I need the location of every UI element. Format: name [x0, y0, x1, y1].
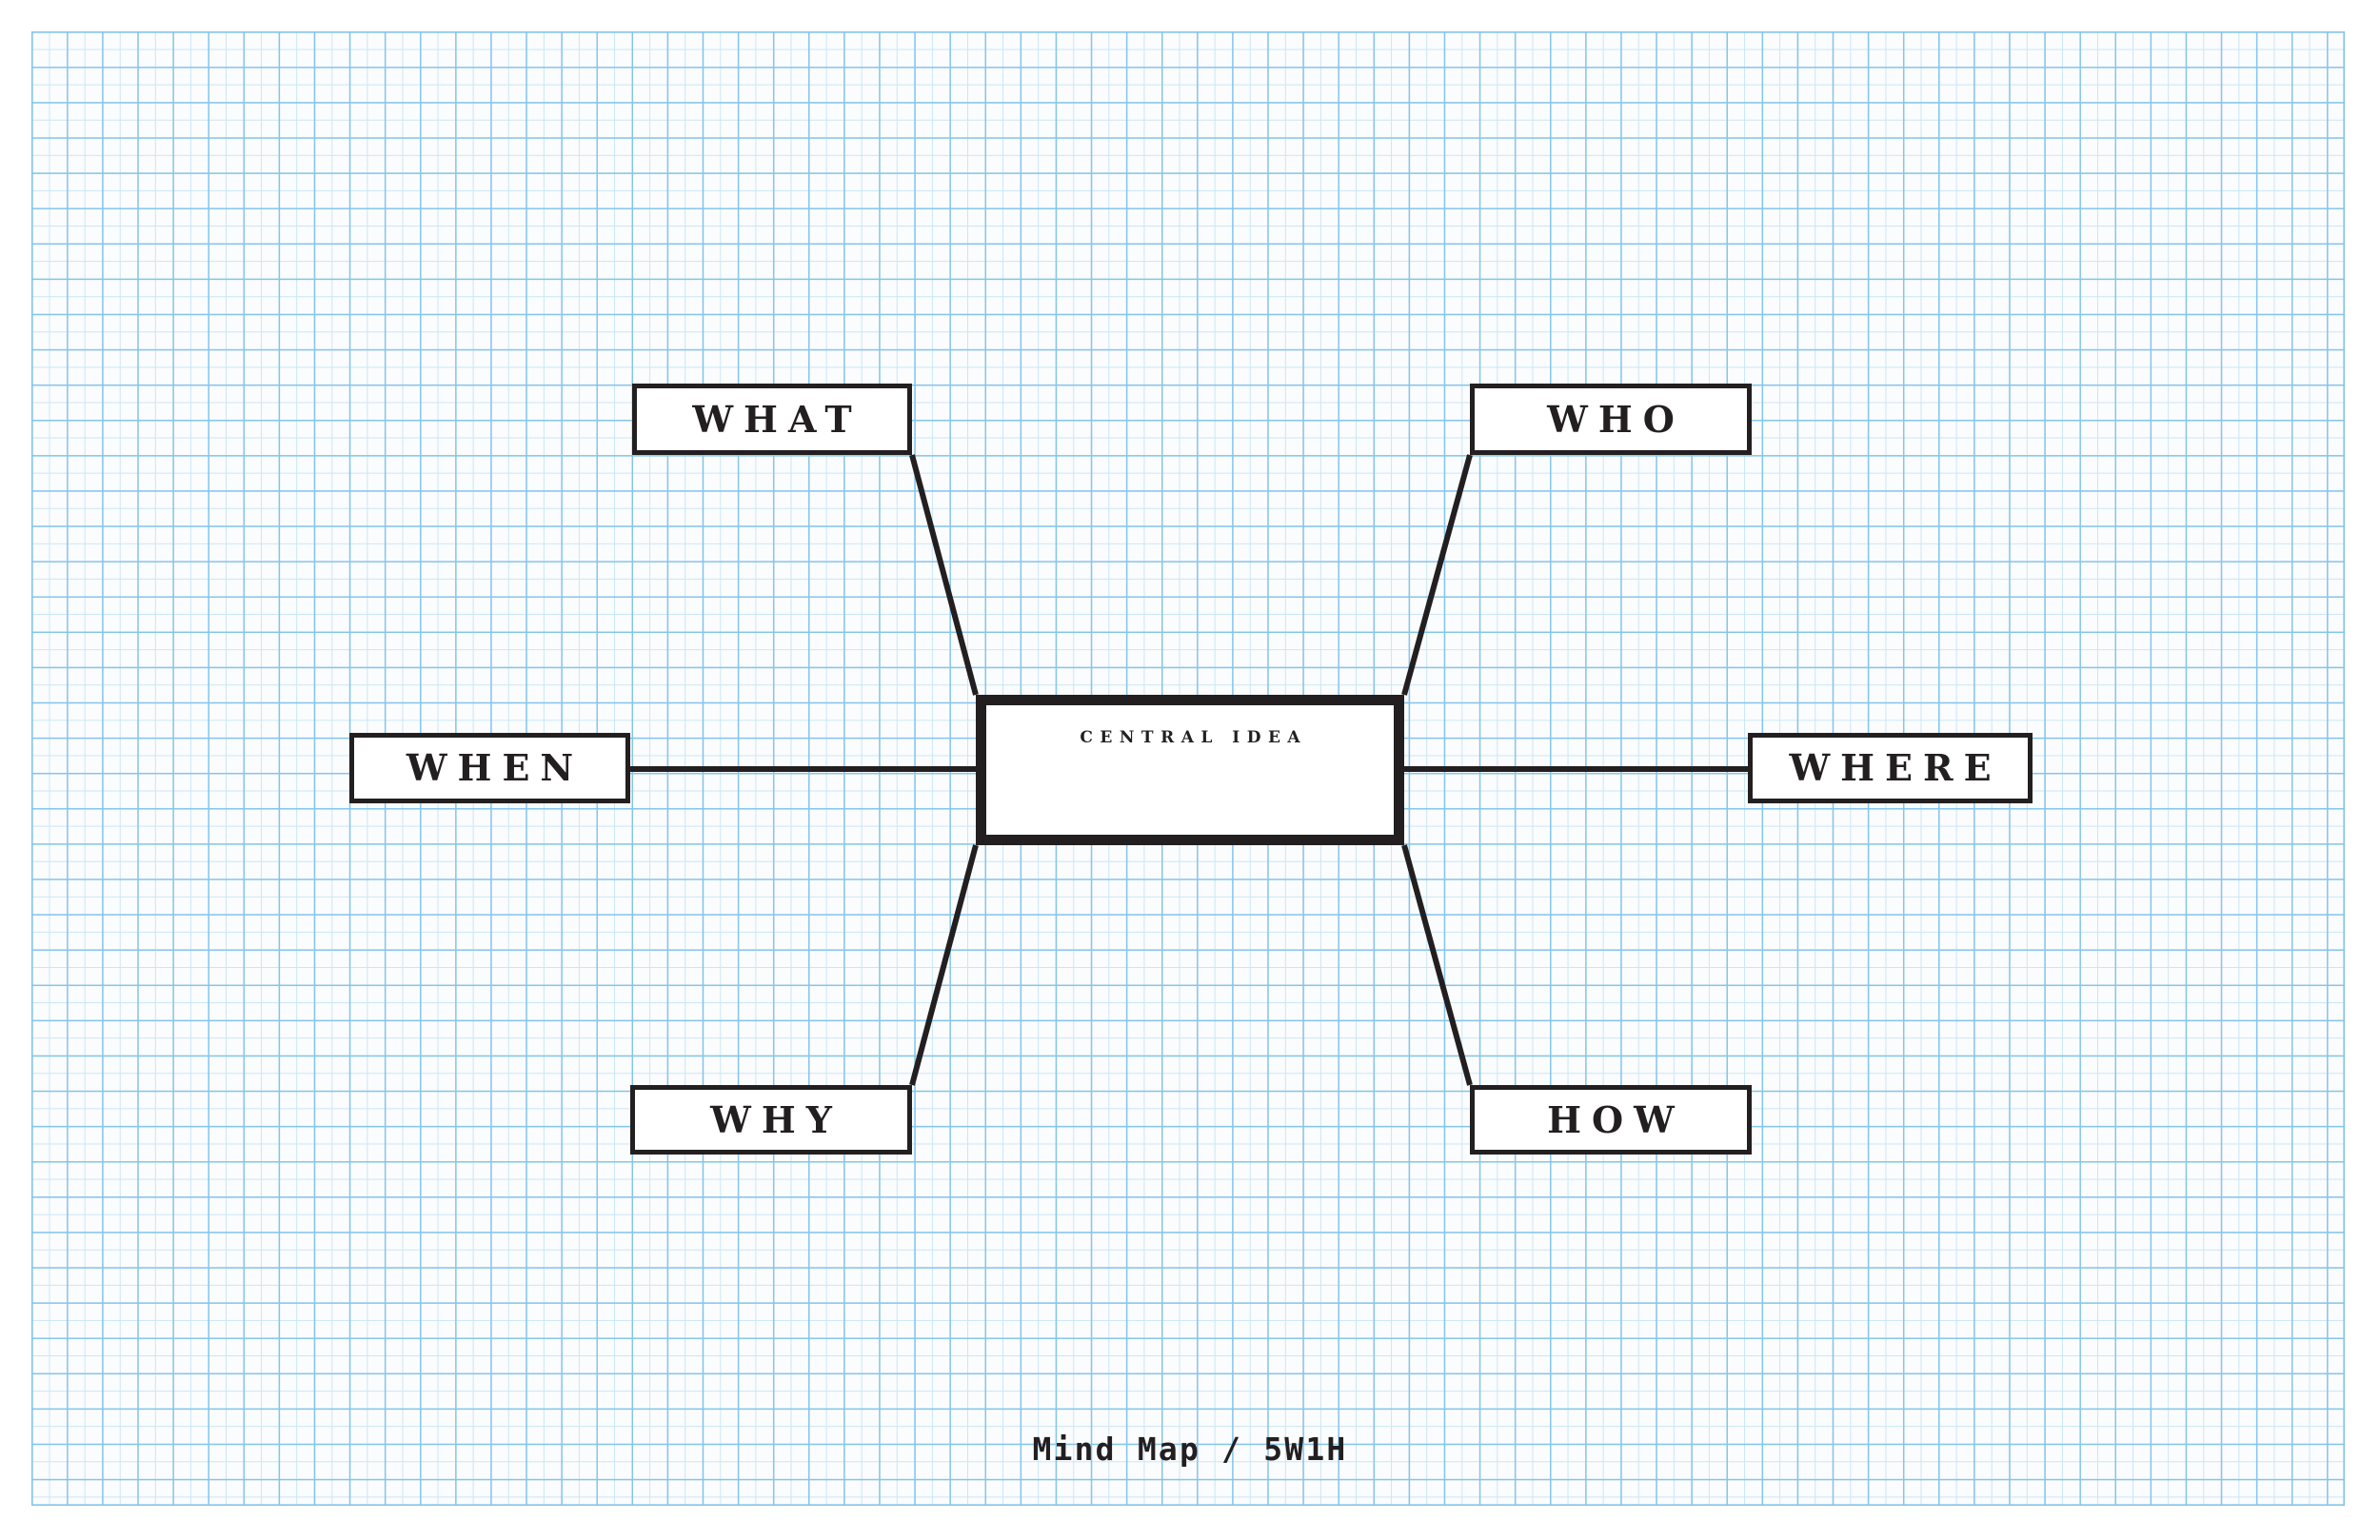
central-idea-node[interactable]: CENTRAL IDEA	[976, 695, 1404, 845]
connector-who	[1401, 454, 1473, 696]
connector-what	[909, 454, 979, 696]
node-how-label: HOW	[1547, 1097, 1685, 1141]
node-why-label: WHY	[710, 1097, 843, 1141]
connector-how	[1401, 844, 1473, 1086]
diagram-caption: Mind Map / 5W1H	[1032, 1431, 1348, 1468]
connector-why	[909, 844, 979, 1086]
node-when[interactable]: WHEN	[349, 733, 630, 803]
central-idea-label: CENTRAL IDEA	[1080, 728, 1308, 747]
node-what-label: WHAT	[692, 397, 863, 441]
node-where[interactable]: WHERE	[1748, 733, 2033, 803]
node-who[interactable]: WHO	[1470, 384, 1752, 455]
node-who-label: WHO	[1547, 397, 1685, 441]
node-what[interactable]: WHAT	[632, 384, 912, 455]
node-when-label: WHEN	[406, 746, 585, 789]
node-where-label: WHERE	[1789, 746, 2002, 789]
node-why[interactable]: WHY	[630, 1085, 912, 1155]
node-how[interactable]: HOW	[1470, 1085, 1752, 1155]
